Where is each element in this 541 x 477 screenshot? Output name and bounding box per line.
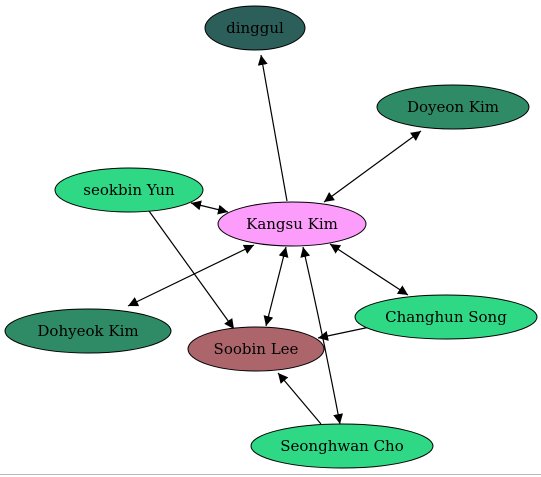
edge-kangsu-seokbin: [190, 200, 229, 215]
node-seokbin[interactable]: seokbin Yun: [54, 167, 204, 213]
graph-edges: [127, 54, 422, 425]
node-label-changhun: Changhun Song: [385, 308, 507, 326]
node-seonghwan[interactable]: Seonghwan Cho: [250, 423, 434, 469]
node-label-seonghwan: Seonghwan Cho: [280, 437, 404, 455]
node-shape-doyeon: [376, 84, 530, 130]
edge-kangsu-soobin: [263, 246, 289, 327]
node-kangsu[interactable]: Kangsu Kim: [217, 201, 367, 247]
node-dohyeok[interactable]: Dohyeok Kim: [4, 308, 172, 354]
node-label-dohyeok: Dohyeok Kim: [37, 322, 138, 340]
node-shape-changhun: [354, 294, 538, 340]
node-doyeon[interactable]: Doyeon Kim: [376, 84, 530, 130]
edge-kangsu-dinggul: [257, 54, 288, 202]
node-soobin[interactable]: Soobin Lee: [187, 326, 325, 372]
node-label-seokbin: seokbin Yun: [83, 181, 175, 199]
edge-seonghwan-soobin: [277, 372, 322, 425]
edge-changhun-soobin: [317, 326, 371, 341]
node-shape-seonghwan: [250, 423, 434, 469]
edge-seokbin-soobin: [148, 210, 235, 330]
node-changhun[interactable]: Changhun Song: [354, 294, 538, 340]
node-dinggul[interactable]: dinggul: [204, 5, 306, 51]
node-shape-seokbin: [54, 167, 204, 213]
node-label-doyeon: Doyeon Kim: [407, 98, 499, 116]
node-shape-dinggul: [204, 5, 306, 51]
edge-kangsu-dohyeok: [127, 244, 255, 307]
bottom-divider: [0, 474, 541, 475]
node-label-kangsu: Kangsu Kim: [246, 215, 338, 233]
node-label-dinggul: dinggul: [226, 19, 284, 37]
edge-kangsu-changhun: [329, 243, 409, 296]
node-shape-dohyeok: [4, 308, 172, 354]
node-shape-kangsu: [217, 201, 367, 247]
node-shape-soobin: [187, 326, 325, 372]
edge-kangsu-doyeon: [323, 130, 422, 203]
node-label-soobin: Soobin Lee: [214, 340, 299, 358]
